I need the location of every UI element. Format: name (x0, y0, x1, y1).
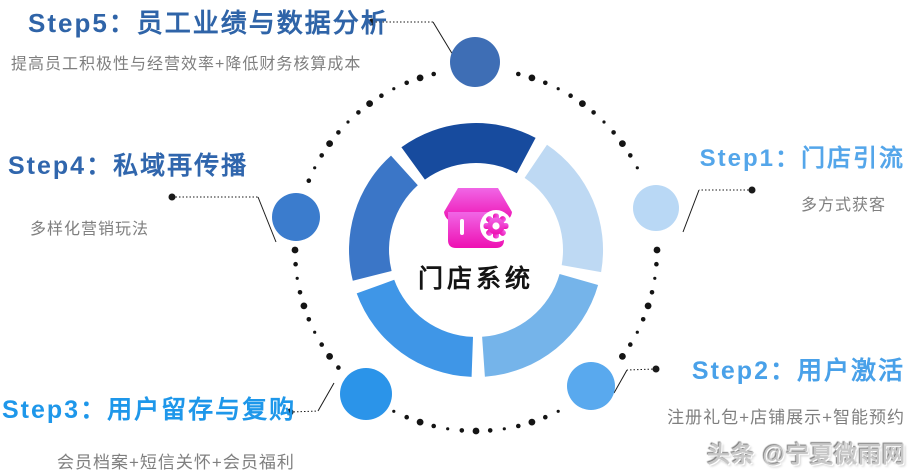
ring-dot (404, 414, 410, 420)
ring-dot (635, 166, 639, 170)
gear-icon (483, 213, 509, 239)
ring-dot (556, 409, 560, 413)
ring-dot (293, 261, 298, 267)
ring-dot (579, 100, 586, 107)
ring-dot (366, 100, 373, 107)
ring-dot (644, 302, 652, 310)
ring-dot (346, 120, 350, 124)
ring-dot (416, 74, 424, 82)
step3-subtitle: 会员档案+短信关怀+会员福利 (57, 453, 295, 471)
ring-dot (653, 276, 657, 280)
ring-dot (392, 87, 396, 91)
ring-dot (313, 166, 317, 170)
step3-connector-dotted (289, 410, 319, 413)
ring-dot (640, 317, 646, 322)
ring-dot (516, 423, 521, 429)
ring-dot (404, 80, 410, 86)
storefront-gear-icon (440, 188, 516, 252)
step2-title: Step2：用户激活 (691, 357, 905, 385)
step1-title: Step1：门店引流 (699, 145, 905, 172)
ring-dot (649, 290, 655, 295)
ring-dot (568, 93, 573, 98)
step1-connector-dot (748, 186, 756, 194)
ring-dot (628, 342, 633, 347)
step5-subtitle: 提高员工积极性与经营效率+降低财务核算成本 (11, 56, 362, 73)
ring-dot (516, 71, 521, 77)
ring-dot (319, 153, 325, 158)
ring-dot (472, 427, 480, 435)
step5-label-group: Step5：员工业绩与数据分析 提高员工积极性与经营效率+降低财务核算成本 (11, 3, 389, 74)
ring-dot (416, 418, 424, 426)
ring-dot (619, 140, 626, 148)
ring-dot (356, 110, 361, 115)
step5-connector-dot (368, 18, 376, 26)
ring-dot (528, 418, 536, 426)
ring-dot (543, 80, 548, 86)
step4-label-group: Step4：私域再传播 多样化营销玩法 (8, 146, 248, 239)
ring-dot (379, 93, 384, 98)
step3-title: Step3：用户留存与复购 (2, 396, 297, 424)
step3-label-group: Step3：用户留存与复购 会员档案+短信关怀+会员福利 (2, 390, 296, 471)
ring-dot (291, 246, 299, 254)
step4-subtitle: 多样化营销玩法 (30, 221, 150, 238)
step2-connector-dot (652, 365, 660, 373)
ring-dot (326, 140, 333, 148)
step1-node (633, 185, 679, 231)
step2-subtitle: 注册礼包+店铺展示+智能预约 (667, 408, 905, 427)
donut-segment-lower-right (482, 274, 599, 377)
step3-node (340, 368, 392, 420)
step1-subtitle: 多方式获客 (800, 197, 886, 214)
step2-node (567, 362, 615, 410)
step3-connector (317, 382, 335, 412)
ring-dot (556, 87, 560, 91)
ring-dot (313, 330, 317, 334)
step1-connector (682, 189, 700, 233)
ring-dot (591, 110, 596, 115)
donut-segment-top (401, 123, 536, 180)
step4-connector (257, 196, 277, 243)
watermark: 头条 @宁夏微雨网 (707, 441, 906, 467)
ring-dot (306, 317, 312, 322)
step3-connector-dot (286, 408, 294, 416)
ring-dot (502, 427, 506, 431)
ring-dot (336, 130, 341, 135)
ring-dot (326, 353, 333, 360)
step5-node (450, 37, 500, 87)
ring-dot (336, 365, 341, 370)
donut-segment-bottom (356, 279, 473, 377)
donut-segment-upper-right (524, 144, 604, 273)
step2-label-group: Step2：用户激活 注册礼包+店铺展示+智能预约 (667, 351, 905, 428)
center-system-label: 门店系统 (417, 265, 534, 293)
ring-dot (459, 428, 465, 433)
ring-dot (602, 120, 606, 124)
ring-dot (619, 353, 626, 360)
ring-dot (319, 342, 325, 347)
step5-title: Step5：员工业绩与数据分析 (28, 8, 389, 38)
ring-dot (297, 290, 303, 295)
ring-dot (300, 302, 308, 310)
ring-dot (653, 246, 661, 254)
step4-node (272, 193, 320, 241)
ring-dot (487, 428, 493, 433)
step4-title: Step4：私域再传播 (8, 152, 249, 180)
ring-dot (306, 178, 312, 183)
ring-dot (628, 153, 633, 158)
donut-segment-left (349, 155, 418, 281)
ring-dot (392, 409, 396, 413)
ring-dot (635, 330, 639, 334)
step2-connector (613, 369, 628, 394)
store-door-line (460, 219, 464, 235)
ring-dot (543, 414, 548, 420)
step2-connector-dotted (626, 368, 657, 371)
ring-dot (528, 74, 536, 82)
ring-dot (654, 261, 659, 267)
ring-dot (295, 276, 299, 280)
ring-dot (446, 427, 450, 431)
step4-connector-dot (168, 193, 176, 201)
ring-dot (431, 423, 437, 429)
ring-dot (431, 71, 437, 77)
step1-label-group: Step1：门店引流 多方式获客 (700, 138, 905, 215)
ring-dot (611, 130, 616, 135)
